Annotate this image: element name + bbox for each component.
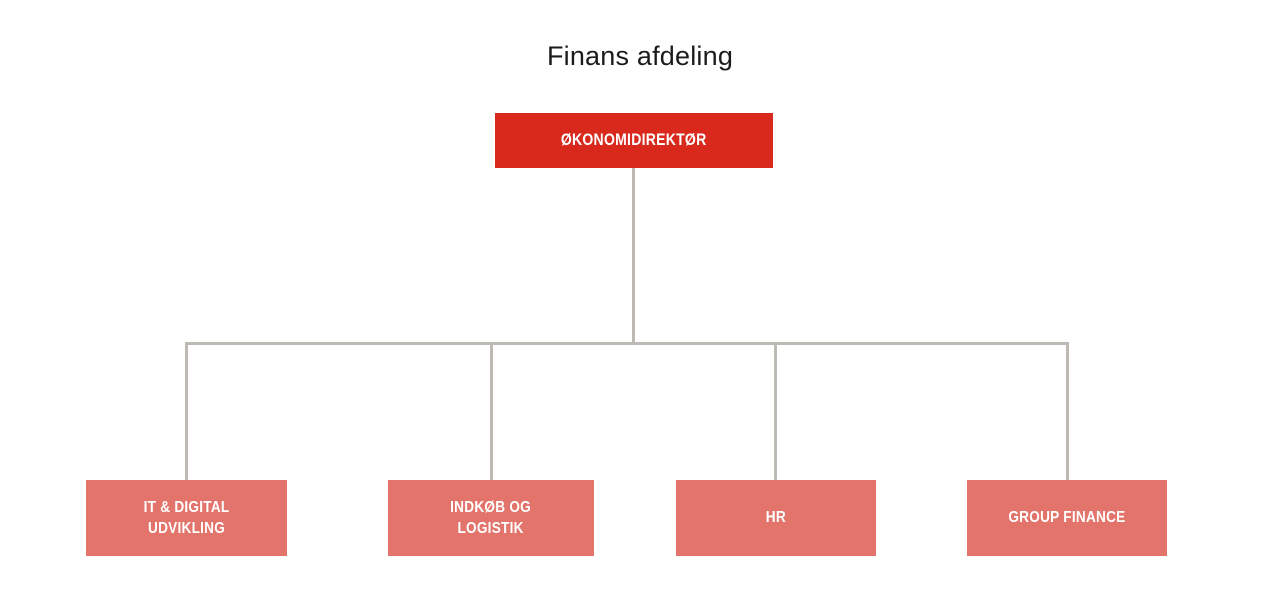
org-node-group-finance[interactable]: GROUP FINANCE bbox=[967, 480, 1167, 556]
chart-title: Finans afdeling bbox=[546, 41, 734, 71]
connector-drop-group-finance bbox=[1066, 344, 1069, 480]
org-node-hr-label: HR bbox=[766, 507, 786, 528]
connector-drop-it-digital-udvikling bbox=[185, 344, 188, 480]
org-node-indkob-og-logistik-label: INDKØB OG LOGISTIK bbox=[451, 497, 532, 539]
org-node-hr[interactable]: HR bbox=[676, 480, 876, 556]
org-node-okonomidirektor[interactable]: ØKONOMIDIREKTØR bbox=[495, 113, 773, 168]
connector-root-stem bbox=[632, 168, 635, 343]
org-node-it-digital-udvikling[interactable]: IT & DIGITAL UDVIKLING bbox=[86, 480, 287, 556]
org-node-group-finance-label: GROUP FINANCE bbox=[1008, 507, 1125, 528]
org-node-it-digital-udvikling-label: IT & DIGITAL UDVIKLING bbox=[144, 497, 230, 539]
node-label-line: UDVIKLING bbox=[147, 520, 226, 537]
node-label-line: HR bbox=[765, 509, 787, 527]
connector-drop-indkob-og-logistik bbox=[490, 344, 493, 480]
connector-drop-hr bbox=[774, 344, 777, 480]
node-label-line: INDKØB OG bbox=[450, 498, 532, 516]
node-label-line: IT & DIGITAL bbox=[143, 498, 230, 516]
node-label-line: LOGISTIK bbox=[457, 520, 525, 537]
connector-horizontal-bar bbox=[185, 342, 1069, 345]
node-label-line: GROUP FINANCE bbox=[1008, 509, 1126, 527]
org-node-okonomidirektor-label: ØKONOMIDIREKTØR bbox=[561, 131, 707, 149]
org-node-indkob-og-logistik[interactable]: INDKØB OG LOGISTIK bbox=[388, 480, 594, 556]
